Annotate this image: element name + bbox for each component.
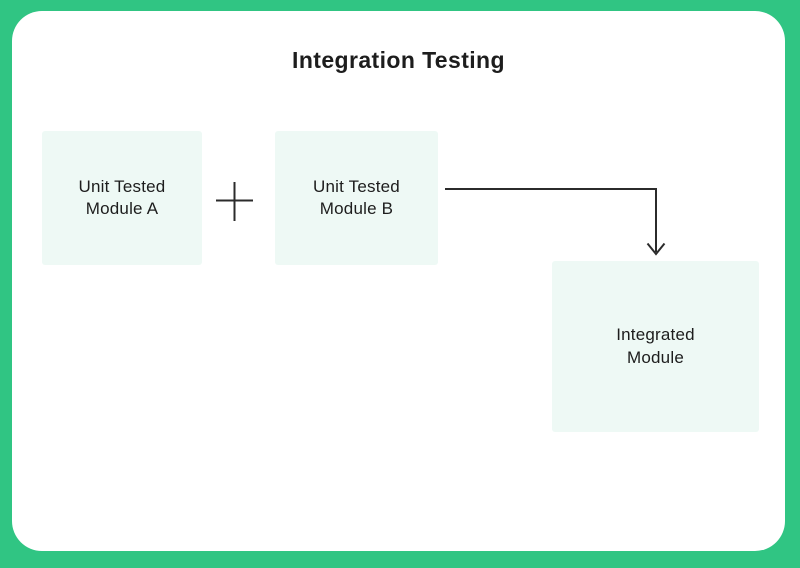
module-a-box: Unit Tested Module A — [42, 131, 202, 265]
module-b-box: Unit Tested Module B — [275, 131, 438, 265]
integrated-module-box: Integrated Module — [552, 261, 759, 432]
module-a-label: Unit Tested Module A — [78, 176, 166, 218]
module-b-label: Unit Tested Module B — [313, 176, 400, 218]
integrated-module-label: Integrated Module — [616, 325, 695, 367]
diagram-title: Integration Testing — [292, 47, 505, 73]
